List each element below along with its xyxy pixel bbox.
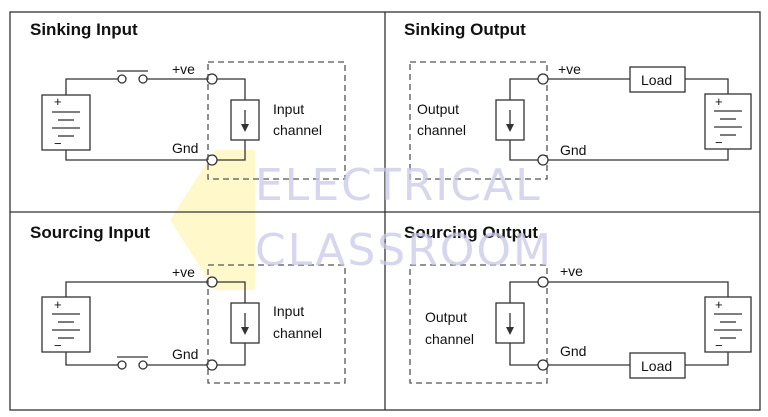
switch-contact (117, 74, 127, 84)
panel-title: Sinking Output (404, 20, 526, 39)
battery (704, 296, 752, 353)
load-label: Load (641, 72, 672, 88)
pos-label: +ve (560, 263, 583, 279)
panel-sourcing-output: Sourcing Output +ve Gnd Output channel +… (404, 223, 752, 384)
channel-element (230, 302, 260, 344)
wire (548, 281, 729, 297)
gnd-label: Gnd (560, 343, 586, 359)
wire (685, 78, 729, 94)
panel-title: Sourcing Input (30, 223, 150, 242)
pos-label: +ve (172, 61, 195, 77)
wire (217, 140, 246, 161)
battery (41, 296, 91, 353)
gnd-label: Gnd (172, 346, 198, 362)
wire (548, 149, 729, 161)
terminal-gnd (537, 359, 549, 371)
channel-label-2: channel (273, 325, 322, 341)
switch-contact (117, 360, 127, 370)
battery (704, 93, 752, 150)
battery-plus: + (715, 94, 723, 109)
battery-minus: − (715, 135, 723, 150)
watermark-line-1: ELECTRICAL (255, 160, 542, 211)
wire (217, 281, 246, 303)
watermark-line-2: CLASSROOM (255, 225, 553, 276)
pos-label: +ve (558, 61, 581, 77)
arrow-head (506, 327, 514, 335)
load-label: Load (641, 358, 672, 374)
switch-contact (138, 360, 148, 370)
wire (217, 78, 246, 100)
wire (509, 281, 538, 303)
pos-label: +ve (172, 264, 195, 280)
battery-plus: + (715, 297, 723, 312)
wire (685, 352, 729, 366)
wire (65, 352, 118, 366)
wire (509, 78, 538, 100)
panel-sinking-input: Sinking Input + − +ve Gnd Input channel (30, 20, 346, 180)
battery-plus: + (54, 94, 62, 109)
wire (509, 140, 538, 161)
gnd-label: Gnd (560, 142, 586, 158)
channel-label-1: Output (417, 101, 459, 117)
channel-boundary (409, 264, 548, 384)
channel-boundary (207, 61, 346, 180)
battery-minus: − (54, 136, 62, 151)
channel-boundary (409, 61, 548, 180)
gnd-label: Gnd (172, 140, 198, 156)
load-box (629, 66, 686, 93)
channel-label-2: channel (417, 122, 466, 138)
arrow-head (241, 124, 249, 132)
wire (65, 78, 118, 95)
load-box (629, 352, 686, 379)
battery (41, 94, 91, 151)
channel-label-2: channel (273, 122, 322, 138)
terminal-positive (537, 73, 549, 85)
terminal-positive (537, 276, 549, 288)
battery-plus: + (54, 297, 62, 312)
switch-contact (138, 74, 148, 84)
wire (65, 281, 207, 297)
panel-sourcing-input: Sourcing Input + − +ve Gnd Input channel (30, 223, 346, 384)
channel-boundary (207, 264, 346, 384)
wire (65, 150, 207, 161)
channel-label-1: Output (425, 309, 467, 325)
wire (217, 343, 246, 366)
channel-label-2: channel (425, 331, 474, 347)
channel-label-1: Input (273, 303, 304, 319)
channel-label-1: Input (273, 101, 304, 117)
panel-title: Sourcing Output (404, 223, 538, 242)
panel-sinking-output: Sinking Output +ve Gnd Output channel Lo… (404, 20, 752, 180)
battery-minus: − (54, 338, 62, 353)
battery-minus: − (715, 338, 723, 353)
watermark-highlight (170, 150, 255, 290)
arrow-head (241, 327, 249, 335)
wire (509, 343, 538, 366)
panel-title: Sinking Input (30, 20, 138, 39)
arrow-head (506, 124, 514, 132)
